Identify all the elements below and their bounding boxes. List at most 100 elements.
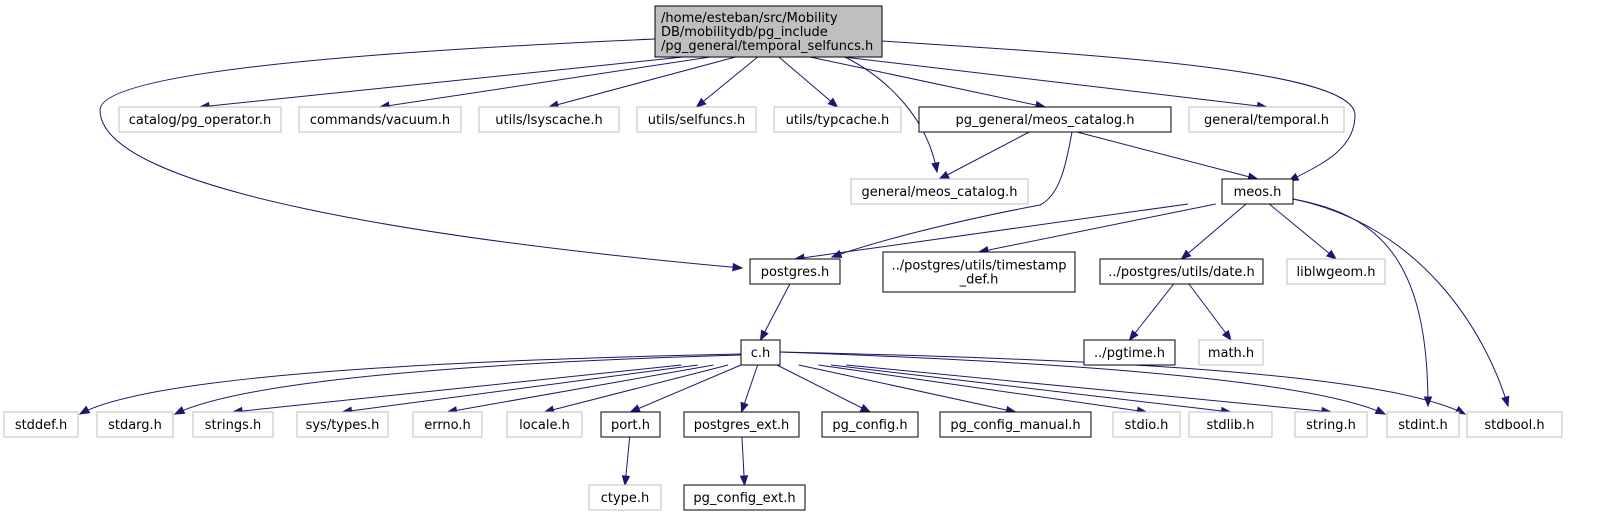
edge-c-to-sys-types	[341, 364, 698, 415]
node-postgres-label: postgres.h	[761, 265, 830, 280]
edge-meos-to-timestamp-def	[977, 203, 1216, 255]
node-pgtime[interactable]: ../pgtime.h	[1083, 339, 1176, 366]
node-date[interactable]: ../postgres/utils/date.h	[1099, 258, 1264, 285]
edge-c-to-pg-config-manual	[798, 364, 1017, 415]
node-c-label: c.h	[751, 346, 771, 361]
edge-meos-to-stdint	[1292, 198, 1433, 408]
edge-root-to-pg-meos-catalog	[809, 56, 1047, 110]
node-typcache-label: utils/typcache.h	[786, 113, 890, 128]
node-c[interactable]: c.h	[740, 339, 781, 366]
node-string-label: string.h	[1306, 418, 1356, 433]
node-stdarg: stdarg.h	[96, 411, 174, 438]
edge-root-to-general-temporal	[843, 56, 1268, 111]
node-postgres-ext-label: postgres_ext.h	[694, 418, 790, 433]
node-port-label: port.h	[611, 418, 650, 433]
node-meos[interactable]: meos.h	[1221, 178, 1294, 205]
edge-layer	[78, 38, 1510, 487]
edge-c-to-stdlib	[830, 364, 1232, 416]
node-root-label: DB/mobilitydb/pg_include	[661, 25, 828, 40]
node-root-label: /pg_general/temporal_selfuncs.h	[661, 39, 873, 54]
node-pg-operator-label: catalog/pg_operator.h	[129, 113, 271, 128]
node-ctype-label: ctype.h	[601, 491, 650, 506]
edge-root-to-postgres	[99, 38, 744, 272]
node-liblwgeom-label: liblwgeom.h	[1297, 265, 1376, 280]
edge-root-to-selfuncs	[695, 56, 759, 108]
edge-date-to-pgtime	[1128, 283, 1175, 342]
node-errno-label: errno.h	[424, 418, 471, 433]
edge-pg-meos-catalog-to-general-meos-catalog	[938, 131, 1030, 180]
node-stdarg-label: stdarg.h	[108, 418, 162, 433]
node-stdlib: stdlib.h	[1188, 411, 1273, 438]
node-port[interactable]: port.h	[600, 411, 661, 438]
node-stdint: stdint.h	[1386, 411, 1460, 438]
edge-c-to-strings	[231, 364, 682, 416]
node-general-meos-catalog-label: general/meos_catalog.h	[861, 185, 1017, 200]
node-timestamp-def-label: ../postgres/utils/timestamp	[891, 259, 1066, 274]
node-pg-config-manual[interactable]: pg_config_manual.h	[939, 411, 1092, 438]
edge-c-to-postgres-ext	[740, 364, 759, 414]
node-stddef-label: stddef.h	[15, 418, 67, 433]
node-layer: /home/esteban/src/MobilityDB/mobilitydb/…	[3, 5, 1563, 511]
edge-date-to-math	[1188, 283, 1232, 342]
node-pg-config-ext[interactable]: pg_config_ext.h	[683, 484, 806, 511]
edge-c-to-stdint	[779, 351, 1387, 415]
node-stdio-label: stdio.h	[1125, 418, 1169, 433]
node-stdbool: stdbool.h	[1466, 411, 1563, 438]
node-pg-meos-catalog[interactable]: pg_general/meos_catalog.h	[918, 106, 1172, 133]
node-postgres-ext[interactable]: postgres_ext.h	[683, 411, 800, 438]
node-stdlib-label: stdlib.h	[1207, 418, 1255, 433]
node-strings: strings.h	[192, 411, 274, 438]
node-postgres[interactable]: postgres.h	[749, 258, 841, 285]
edge-postgres-ext-to-pg-config-ext	[739, 436, 749, 487]
node-selfuncs: utils/selfuncs.h	[636, 106, 757, 133]
node-general-meos-catalog: general/meos_catalog.h	[850, 178, 1029, 205]
node-timestamp-def[interactable]: ../postgres/utils/timestamp_def.h	[882, 251, 1076, 293]
edge-root-to-typcache	[778, 56, 839, 108]
node-locale-label: locale.h	[519, 418, 570, 433]
node-stdio: stdio.h	[1112, 411, 1181, 438]
edge-c-to-stdarg	[173, 354, 742, 415]
node-sys-types-label: sys/types.h	[306, 418, 380, 433]
edge-meos-to-liblwgeom	[1268, 203, 1338, 260]
node-pg-config-label: pg_config.h	[832, 418, 907, 433]
node-root-label: /home/esteban/src/Mobility	[661, 11, 838, 26]
edge-c-to-locale	[543, 364, 729, 414]
node-selfuncs-label: utils/selfuncs.h	[648, 113, 745, 128]
node-general-temporal-label: general/temporal.h	[1204, 113, 1329, 128]
edge-c-to-errno	[446, 364, 714, 415]
edge-root-to-lsyscache	[547, 56, 736, 109]
edge-meos-to-date	[1180, 203, 1247, 260]
node-timestamp-def-label: _def.h	[959, 273, 999, 288]
node-vacuum-label: commands/vacuum.h	[310, 113, 450, 128]
node-math: math.h	[1198, 339, 1264, 366]
node-root[interactable]: /home/esteban/src/MobilityDB/mobilitydb/…	[654, 5, 883, 58]
node-errno: errno.h	[412, 411, 483, 438]
edge-pg-meos-catalog-to-meos	[1076, 131, 1259, 181]
edge-root-to-general-meos-catalog	[844, 56, 940, 174]
node-math-label: math.h	[1208, 346, 1254, 361]
edge-meos-to-stdbool	[1292, 198, 1510, 408]
edge-c-to-stddef	[78, 353, 742, 415]
edge-postgres-to-c	[759, 283, 791, 342]
node-ctype: ctype.h	[588, 484, 662, 511]
node-pg-config[interactable]: pg_config.h	[821, 411, 919, 438]
node-pgtime-label: ../pgtime.h	[1094, 346, 1165, 361]
node-locale: locale.h	[506, 411, 583, 438]
node-meos-label: meos.h	[1234, 185, 1282, 200]
node-string: string.h	[1294, 411, 1368, 438]
node-liblwgeom: liblwgeom.h	[1286, 258, 1386, 285]
node-pg-config-manual-label: pg_config_manual.h	[950, 418, 1080, 433]
node-general-temporal: general/temporal.h	[1188, 106, 1345, 133]
edge-port-to-ctype	[621, 436, 631, 487]
node-date-label: ../postgres/utils/date.h	[1108, 265, 1255, 280]
edge-c-to-pg-config	[776, 364, 872, 413]
node-vacuum: commands/vacuum.h	[298, 106, 462, 133]
edge-c-to-string	[846, 364, 1333, 416]
node-stdbool-label: stdbool.h	[1484, 418, 1544, 433]
node-lsyscache-label: utils/lsyscache.h	[495, 113, 602, 128]
node-stdint-label: stdint.h	[1398, 418, 1447, 433]
node-strings-label: strings.h	[205, 418, 261, 433]
node-pg-config-ext-label: pg_config_ext.h	[693, 491, 795, 506]
node-typcache: utils/typcache.h	[773, 106, 902, 133]
